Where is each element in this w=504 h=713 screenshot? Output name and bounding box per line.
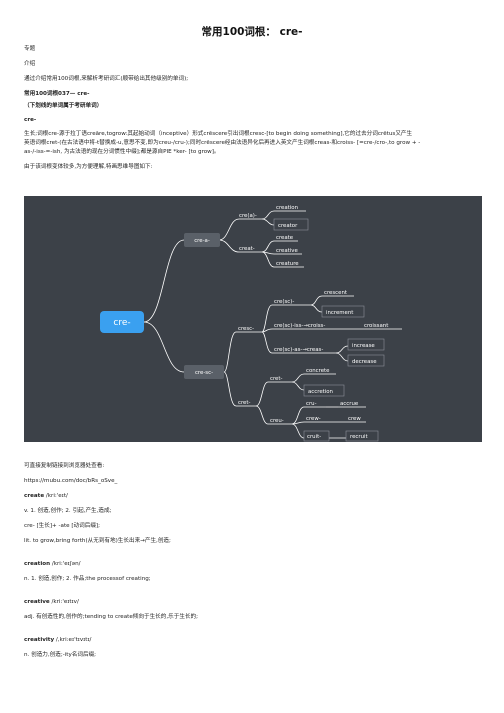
mindmap-node-cre-a	[184, 233, 220, 247]
mindmap-leaf-concrete: concrete	[306, 368, 330, 374]
mindmap-leaf-increase: increase	[352, 343, 375, 349]
entry-ipa: /kri:'eɪt/	[44, 493, 68, 499]
mindmap-label-creu: creu-	[270, 418, 284, 424]
intro-text: 通过介绍常用100词根,来解析考研词汇(顺带给出其他级别的单词);	[24, 76, 189, 82]
mindmap-intro: 由于该词根变体较多,为方便理解,特画思维导图如下:	[24, 164, 153, 170]
meta-tag: 专题	[24, 46, 36, 52]
mindmap-label-cru: cru-	[306, 401, 317, 407]
mindmap-leaf-crescent: crescent	[324, 290, 347, 296]
entry-creativity-head: creativity /,kri:eɪ'tɪvɪtɪ/	[24, 637, 91, 644]
mindmap-label-cre-sc-1: cre(sc)-	[274, 299, 294, 305]
entry-create-line-3: lit. to grow,bring forth(从无到有地)生长出来→产生,创…	[24, 538, 171, 544]
entry-word: creativity	[24, 637, 55, 643]
mindmap-label-creat: creat-	[239, 246, 255, 252]
mindmap-leaf-creator: creator	[278, 223, 298, 229]
body-line-3: as-/-iss-=-ish, 为古法语的现在分词惯性中缀];都是源自PIE *…	[24, 149, 220, 155]
entry-creativity-line-1: n. 创造力,创造;-ity名词后缀;	[24, 652, 97, 658]
link-url[interactable]: https://mubu.com/doc/bRs_oSve_	[24, 478, 118, 484]
body-line-1: 生长;词根cre-源于拉丁语creāre,togrow:其起始动词（incept…	[24, 131, 413, 137]
entry-create-line-2: cre- [生长]+ -ate [动词后缀];	[24, 523, 100, 529]
mindmap-label-cret-sub: cret-	[270, 376, 282, 382]
mindmap-leaf-accrue: accrue	[340, 401, 359, 407]
entry-word: creative	[24, 599, 50, 605]
mindmap-node-cre-sc	[184, 365, 224, 379]
entry-creative-line-1: adj. 有创造性的,创作的;tending to create倾向于生长的,乐…	[24, 614, 199, 620]
entry-creation-line-1: n. 1. 创造,创作; 2. 作品;the processof creatin…	[24, 576, 151, 582]
section-title: 常用100词根037— cre-	[24, 91, 90, 97]
entry-word: creation	[24, 561, 51, 567]
entry-word: create	[24, 493, 45, 499]
mindmap-leaf-creative: creative	[276, 248, 298, 254]
mindmap-label-creas: cre(sc)-as-→creas-	[274, 347, 323, 353]
entry-creation-head: creation /kri:'eɪʃən/	[24, 561, 81, 568]
body-line-2: 英语词根cret-(在古法语中将-t替换成-u,意思不变,即为creu-/cru…	[24, 140, 421, 146]
mindmap-leaf-creature: creature	[276, 261, 299, 267]
mindmap-label-cresc: cresc-	[238, 326, 254, 332]
entry-create-line-1: v. 1. 创造,创作; 2. 引起,产生,造成;	[24, 508, 112, 514]
mindmap-leaf-decrease: decrease	[352, 359, 377, 365]
link-label: 可直接复制链接到浏览器处查看:	[24, 463, 105, 469]
mindmap-leaf-create: create	[276, 235, 294, 241]
mindmap-label-cruit: cruit-	[307, 434, 321, 440]
entry-creative-head: creative /kri:'eɪtɪv/	[24, 599, 79, 606]
mindmap-label-croiss: cre(sc)-iss-→croiss-	[274, 323, 325, 329]
mindmap-label-cre-a: cre-a-	[194, 238, 210, 244]
mindmap-root-label: cre-	[113, 318, 130, 328]
entry-ipa: /,kri:eɪ'tɪvɪtɪ/	[54, 637, 92, 643]
root-heading: cre-	[24, 117, 37, 123]
mindmap-label-crew: crew-	[306, 416, 321, 422]
entry-ipa: /kri:'eɪtɪv/	[49, 599, 79, 605]
mindmap-label-cret: cret-	[238, 400, 250, 406]
mindmap-leaf-accretion: accretion	[308, 389, 333, 395]
mindmap-leaf-croissant: croissant	[364, 323, 388, 329]
mindmap-label-crea: cre(a)-	[239, 213, 257, 219]
mindmap-root-node	[100, 311, 144, 333]
mindmap-image: cre- cre-a- cre-sc- cre(a)- creat- creat…	[24, 196, 482, 442]
mindmap-leaf-recruit: recruit	[350, 434, 368, 440]
mindmap-leaf-creation: creation	[276, 205, 298, 211]
mindmap-svg: cre- cre-a- cre-sc- cre(a)- creat- creat…	[100, 205, 402, 442]
mindmap-label-cre-sc: cre-sc-	[195, 370, 213, 376]
page-title: 常用100词根： cre-	[201, 26, 303, 38]
entry-create-head: create /kri:'eɪt/	[24, 493, 68, 500]
mindmap-leaf-increment: increment	[326, 310, 353, 316]
entry-ipa: /kri:'eɪʃən/	[50, 561, 81, 567]
mindmap-leaf-crew: crew	[348, 416, 361, 422]
section-note: （下划线的单词属于考研单词）	[24, 103, 103, 109]
intro-label: 介绍	[24, 61, 36, 67]
